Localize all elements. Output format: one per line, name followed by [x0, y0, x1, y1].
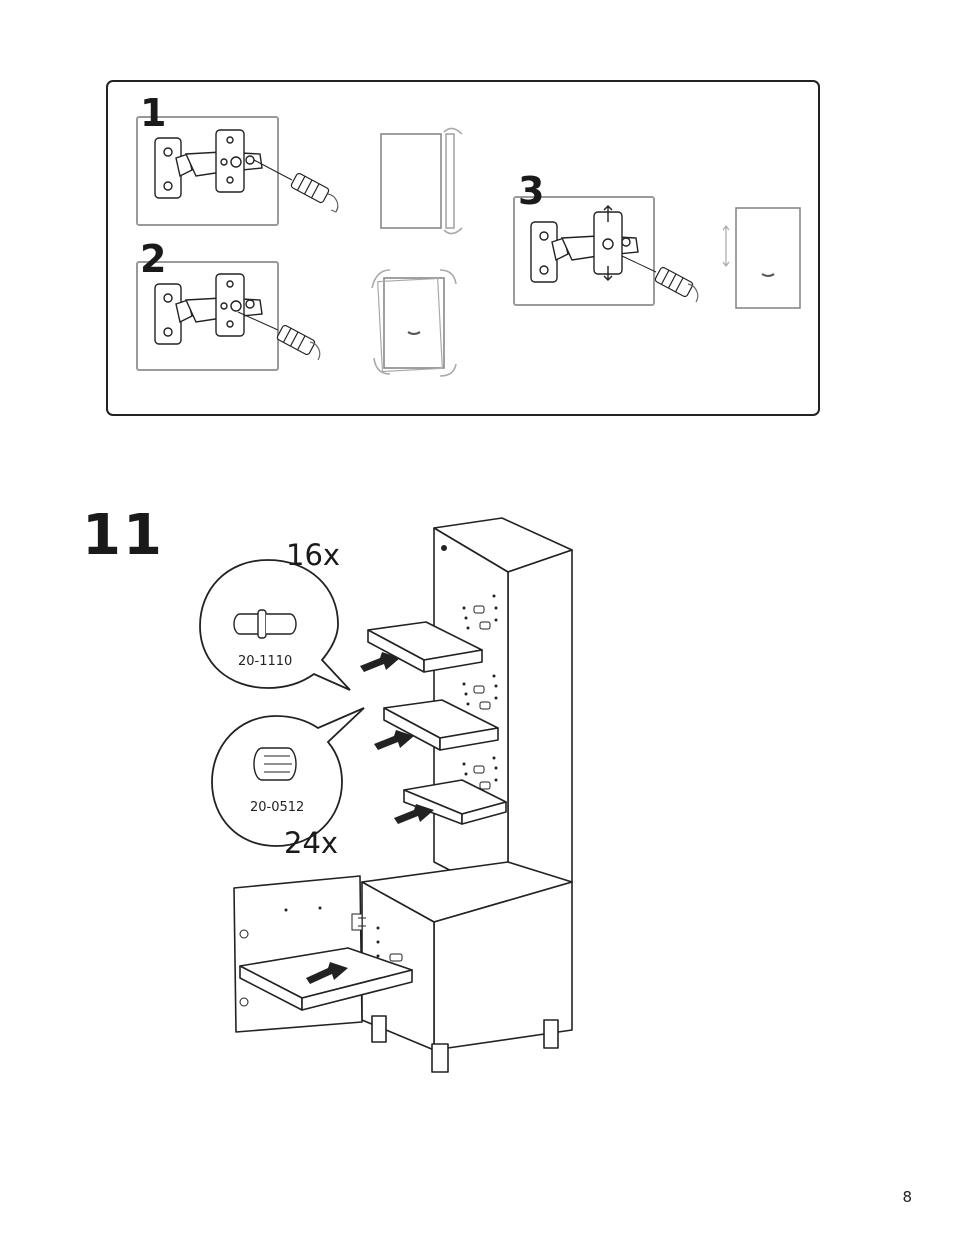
- door-side-adjust-illustration: [370, 266, 460, 381]
- hinge-screwdriver-illustration-3: [526, 204, 726, 314]
- door-height-adjust-illustration: [718, 204, 808, 314]
- door-depth-adjust-illustration: [378, 126, 468, 236]
- hinge-screwdriver-illustration-1: [150, 124, 350, 224]
- step-number: 11: [82, 508, 164, 564]
- cabinet-shelf-assembly-illustration: [230, 510, 580, 1080]
- page-number: 8: [902, 1188, 912, 1206]
- hinge-screwdriver-illustration-2: [150, 270, 350, 370]
